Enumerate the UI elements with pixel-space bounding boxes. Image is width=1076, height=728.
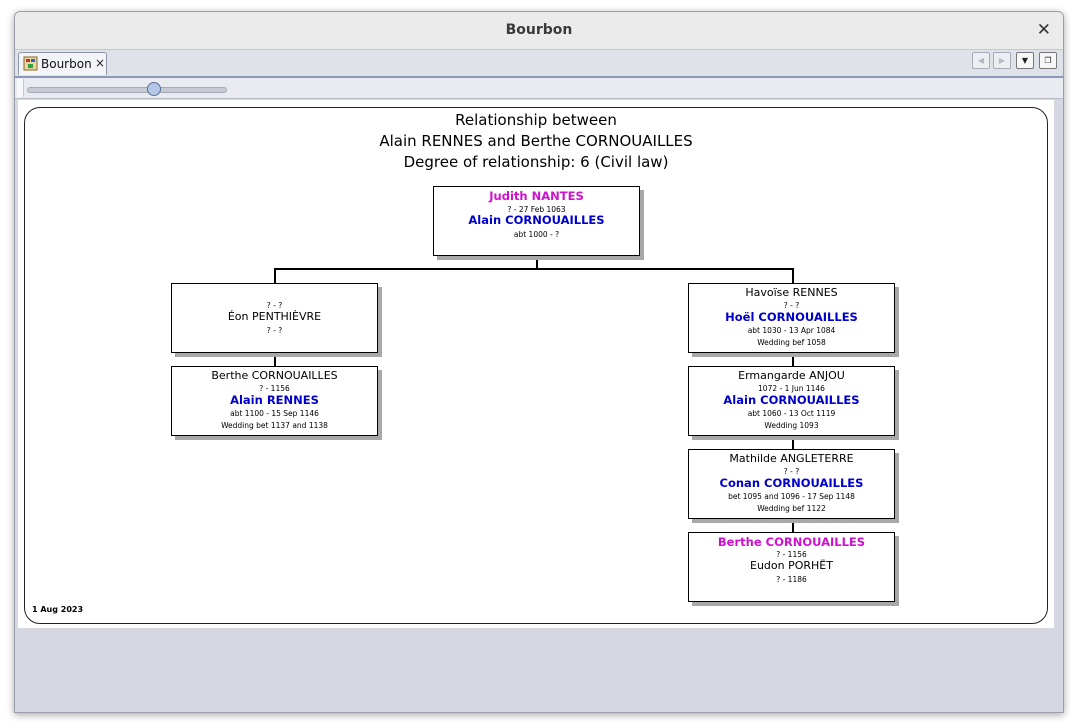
person-name: Havoïse RENNES [745,286,838,299]
tab-bourbon[interactable]: Bourbon × [18,52,107,75]
person-name: Berthe CORNOUAILLES [717,535,866,549]
spouse-dates: abt 1100 - 15 Sep 1146 [230,409,319,418]
tab-bar: Bourbon × ◀ ▶ ▼ ❐ [15,50,1063,78]
spouse-name: Alain CORNOUAILLES [468,213,605,227]
connector [274,268,793,270]
toolbar [15,78,1063,99]
person-name: Ermangarde ANJOU [738,369,845,382]
person-dates: ? - ? [266,326,283,335]
spouse-dates: abt 1060 - 13 Oct 1119 [747,409,836,418]
chart-subtitle: Alain RENNES and Berthe CORNOUAILLES [379,132,693,150]
person-dates: ? - ? [783,301,800,310]
tab-list-button[interactable]: ▼ [1016,52,1034,69]
person-dates: ? - 1156 [259,384,290,393]
tab-close-icon[interactable]: × [95,56,106,70]
person-box-berthe-cornouailles[interactable]: Berthe CORNOUAILLES ? - 1156 Eudon PORHË… [688,532,895,602]
person-box-eon-penthievre[interactable]: ? - ? Éon PENTHIÈVRE ? - ? [171,283,378,353]
person-name: Judith NANTES [489,189,584,203]
person-dates: ? - ? [783,467,800,476]
chart-viewport[interactable]: Relationship between Alain RENNES and Be… [18,100,1054,628]
tab-scroll-right-button[interactable]: ▶ [993,52,1011,69]
connector [536,255,538,269]
tab-label: Bourbon [41,57,92,71]
spouse-dates: ? - 1186 [776,575,807,584]
person-name: Éon PENTHIÈVRE [227,310,322,323]
title-bar: Bourbon ✕ [15,12,1063,50]
person-name: Berthe CORNOUAILLES [211,369,338,382]
spouse-dates: abt 1000 - ? [513,230,560,239]
person-dates: ? - 27 Feb 1063 [507,205,566,214]
wedding-date: Wedding 1093 [764,421,819,430]
spouse-name: Hoël CORNOUAILLES [725,310,858,324]
person-box-alain-rennes[interactable]: Berthe CORNOUAILLES ? - 1156 Alain RENNE… [171,366,378,436]
chart-title: Relationship between [455,111,617,129]
wedding-date: Wedding bef 1058 [757,338,826,347]
spouse-name: Alain RENNES [230,393,319,407]
toolbar-grip[interactable] [17,79,24,97]
person-box-hoel-cornouailles[interactable]: Havoïse RENNES ? - ? Hoël CORNOUAILLES a… [688,283,895,353]
tree-icon [23,56,38,71]
spouse-name: Eudon PORHËT [750,559,833,572]
maximize-button[interactable]: ❐ [1039,52,1057,69]
connector [274,268,276,283]
connector [792,435,794,449]
window-title: Bourbon [505,22,573,38]
spouse-name: Alain CORNOUAILLES [723,393,860,407]
connector [274,352,276,366]
person-box-judith-nantes[interactable]: Judith NANTES ? - 27 Feb 1063 Alain CORN… [433,186,640,256]
connector [792,352,794,366]
spouse-dates: abt 1030 - 13 Apr 1084 [747,326,836,335]
person-dates: 1072 - 1 Jun 1146 [758,384,825,393]
tab-scroll-left-button[interactable]: ◀ [972,52,990,69]
wedding-date: Wedding bef 1122 [757,504,826,513]
person-box-alain-cornouailles[interactable]: Ermangarde ANJOU 1072 - 1 Jun 1146 Alain… [688,366,895,436]
spouse-dates: bet 1095 and 1096 - 17 Sep 1148 [728,492,855,501]
app-window: Bourbon ✕ Bourbon × ◀ ▶ ▼ ❐ Relationship… [14,11,1064,713]
connector [792,268,794,283]
chart-degree: Degree of relationship: 6 (Civil law) [403,153,669,171]
person-dates: ? - 1156 [776,550,807,559]
person-dates: ? - ? [266,301,283,310]
person-box-conan-cornouailles[interactable]: Mathilde ANGLETERRE ? - ? Conan CORNOUAI… [688,449,895,519]
zoom-slider[interactable] [27,87,227,93]
person-name: Mathilde ANGLETERRE [729,452,854,465]
spouse-name: Conan CORNOUAILLES [719,476,864,490]
connector [792,518,794,532]
close-icon[interactable]: ✕ [1036,20,1051,40]
wedding-date: Wedding bet 1137 and 1138 [221,421,328,430]
chart-date: 1 Aug 2023 [32,605,84,614]
zoom-slider-thumb[interactable] [147,82,161,96]
relationship-chart: Relationship between Alain RENNES and Be… [24,107,1048,624]
